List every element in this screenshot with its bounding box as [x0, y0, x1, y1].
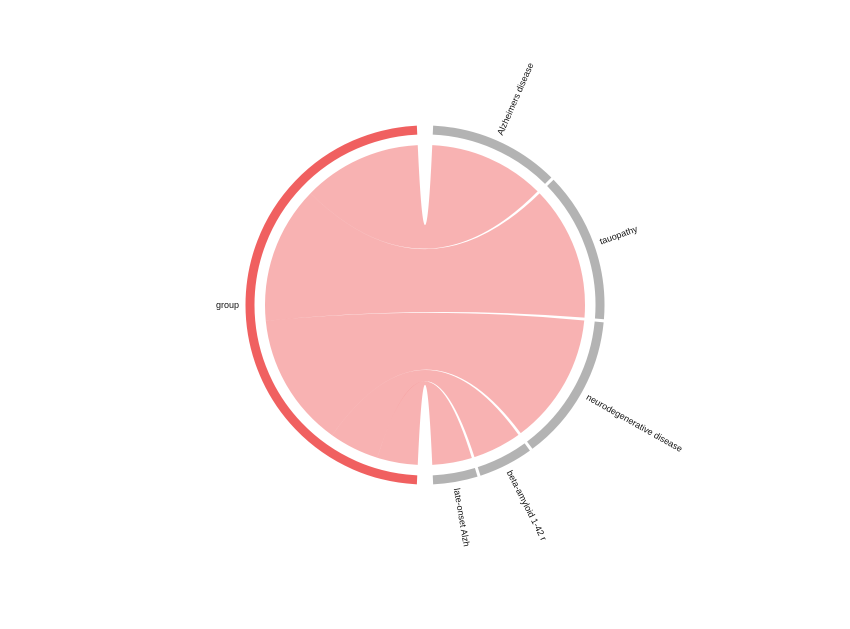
chord-ribbon: [332, 370, 519, 458]
chord-ribbon: [264, 193, 586, 321]
segment-label: tauopathy: [598, 224, 639, 247]
segment-label: neurodegenerative disease: [585, 392, 685, 454]
segment-arc-target: [547, 179, 605, 320]
segment-arcs: [245, 125, 605, 485]
segment-label: late-onset Alzh: [452, 487, 472, 547]
segment-label: beta-amyloid 1-42 r: [505, 469, 549, 543]
ribbons: [264, 145, 586, 465]
segment-arc-target: [527, 321, 604, 449]
segment-label: Alzheimers disease: [495, 61, 535, 136]
segment-arc-group: [245, 125, 418, 485]
chord-ribbon: [377, 381, 472, 465]
chord-ribbon: [265, 312, 585, 436]
chord-ribbon: [310, 145, 538, 249]
segment-arc-target: [477, 443, 530, 476]
segment-label: group: [216, 300, 239, 310]
segment-arc-target: [432, 125, 552, 184]
segment-arc-target: [432, 468, 478, 485]
